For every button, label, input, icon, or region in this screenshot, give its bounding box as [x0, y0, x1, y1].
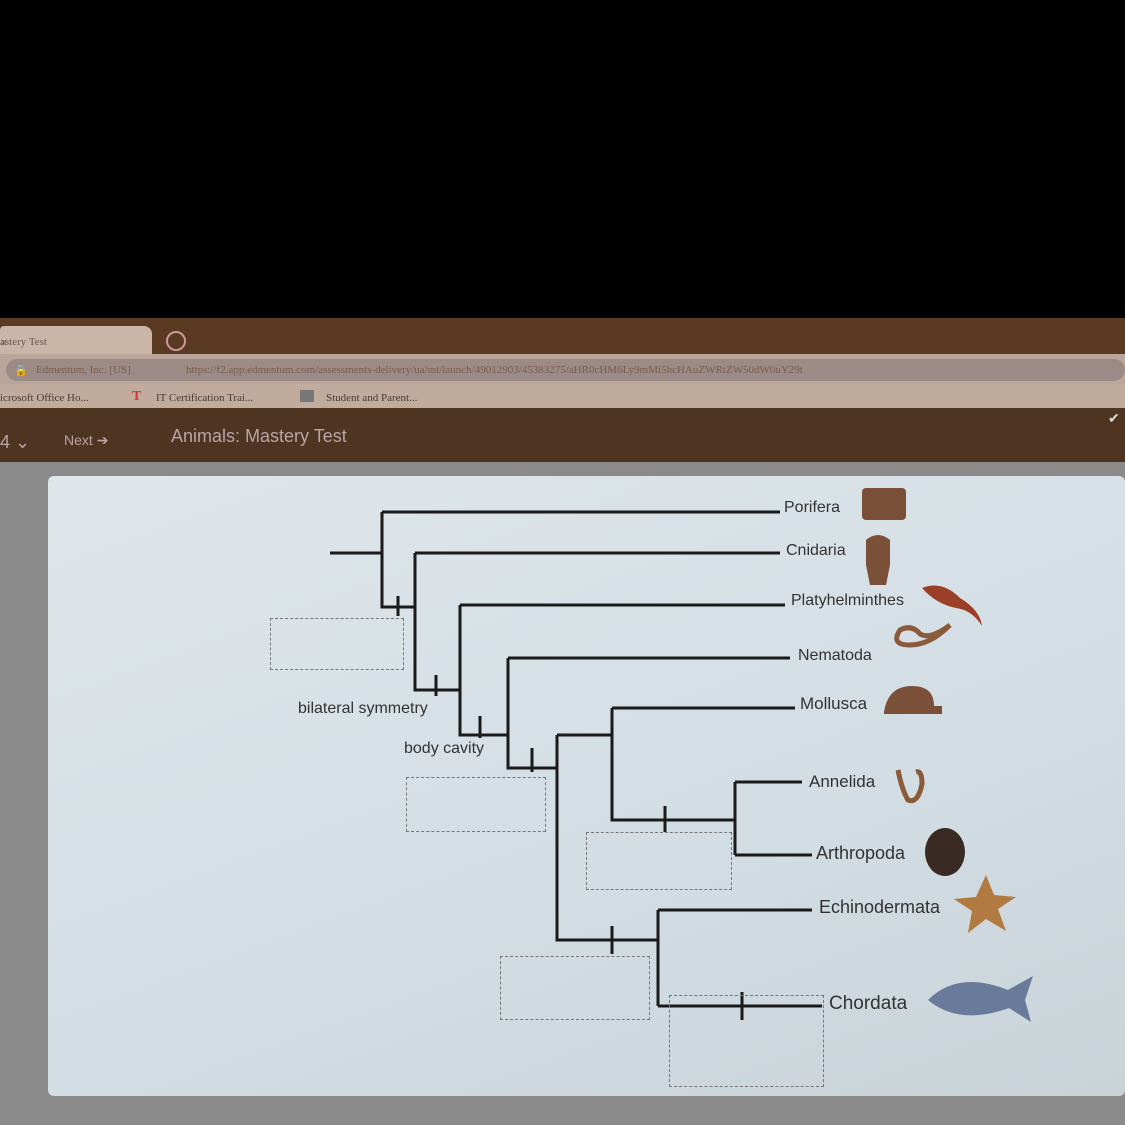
branch-cnidaria — [413, 551, 780, 692]
tab-bar — [0, 318, 1125, 354]
bookmark-office[interactable]: icrosoft Office Ho... — [0, 392, 89, 404]
close-icon[interactable]: × — [0, 336, 8, 351]
branch-deuterostome-split — [555, 733, 658, 942]
taxon-label: Cnidaria — [786, 542, 846, 559]
next-label: Next — [64, 432, 93, 448]
next-button[interactable]: Next ➔ — [64, 432, 108, 449]
tab-title: astery Test — [0, 336, 47, 348]
taxon-label: Echinodermata — [819, 897, 941, 917]
answer-drop-box-2[interactable] — [406, 777, 546, 832]
flatworm-icon — [922, 585, 982, 626]
taxon-label: Annelida — [809, 772, 876, 791]
fish-icon — [928, 976, 1033, 1022]
answer-drop-box-1[interactable] — [270, 618, 404, 670]
taxon-label: Mollusca — [800, 694, 868, 713]
url-text: https://f2.app.edmentum.com/assessments-… — [186, 364, 803, 376]
test-toolbar: 4 ⌄ Next ➔ Animals: Mastery Test ✔ — [0, 408, 1125, 466]
taxon-label: Nematoda — [798, 647, 872, 664]
page-title: Animals: Mastery Test — [171, 426, 347, 446]
bookmarks-bar: icrosoft Office Ho... T IT Certification… — [0, 384, 1125, 410]
site-identity: Edmentum, Inc. [US] — [36, 364, 131, 376]
branch-mollusca — [610, 706, 795, 822]
t-logo-icon: T — [132, 389, 142, 404]
roundworm-icon — [894, 622, 952, 648]
jellyfish-icon — [866, 535, 890, 585]
branch-echino-chordata — [656, 908, 822, 1008]
lock-icon: 🔒 — [14, 365, 28, 377]
starfish-icon — [954, 875, 1016, 933]
trait-label: bilateral symmetry — [298, 700, 428, 717]
bookmark-it-cert[interactable]: IT Certification Trai... — [156, 392, 254, 404]
taxon-label: Arthropoda — [816, 843, 906, 863]
snail-icon — [884, 686, 942, 714]
branch-nematoda — [506, 656, 790, 770]
answer-drop-box-5[interactable] — [669, 995, 824, 1087]
bookmark-favicon — [300, 390, 314, 402]
sponge-icon — [862, 488, 906, 520]
taxon-label: Porifera — [784, 499, 841, 516]
branch-annelida-arthropoda — [733, 780, 812, 857]
question-selector[interactable]: 4 ⌄ — [0, 432, 31, 452]
check-icon[interactable]: ✔ — [1108, 410, 1120, 426]
annelid-icon — [895, 769, 925, 804]
new-tab-icon[interactable] — [166, 331, 186, 351]
question-number: 4 — [0, 432, 11, 452]
answer-drop-box-4[interactable] — [500, 956, 650, 1020]
trait-label: body cavity — [404, 740, 485, 757]
branch-porifera — [330, 510, 780, 609]
taxon-label: Chordata — [829, 993, 908, 1014]
answer-drop-box-3[interactable] — [586, 832, 732, 890]
trait-ticks — [396, 596, 744, 1020]
arrow-right-icon: ➔ — [96, 432, 109, 448]
address-bar[interactable]: 🔒 Edmentum, Inc. [US] https://f2.app.edm… — [6, 359, 1125, 381]
taxon-label: Platyhelminthes — [791, 592, 904, 609]
branch-platyhelminthes — [458, 603, 785, 737]
browser-tab[interactable]: astery Test × — [0, 326, 152, 354]
insect-icon — [925, 828, 965, 876]
bookmark-student[interactable]: Student and Parent... — [326, 392, 418, 404]
